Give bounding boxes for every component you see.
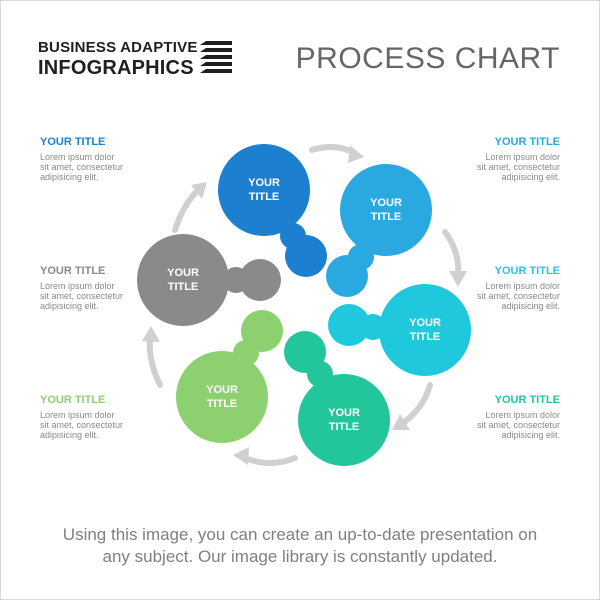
side-text-green: YOUR TITLE Lorem ipsum dolor sit amet, c…	[40, 394, 170, 440]
arrow-1-to-2	[309, 144, 355, 155]
step-2-main-circle	[340, 164, 432, 256]
step-1-bubble: YOUR TITLE	[218, 144, 327, 277]
step-3-label-line-1: YOUR	[409, 317, 441, 329]
arrowhead-5	[142, 326, 160, 342]
step-1-small-circle	[285, 235, 327, 277]
arrowhead-1	[348, 145, 364, 163]
side-body-line: adipisicing elit.	[40, 172, 99, 182]
step-1-label-line-2: TITLE	[249, 191, 280, 203]
side-body-line: Lorem ipsum dolor	[40, 152, 115, 162]
side-body-line: Lorem ipsum dolor	[485, 281, 560, 291]
side-body-line: sit amet, consectetur	[476, 162, 560, 172]
page-title: PROCESS CHART	[295, 42, 560, 75]
side-body: Lorem ipsum dolor sit amet, consectetur …	[430, 410, 560, 440]
side-text-teal: YOUR TITLE Lorem ipsum dolor sit amet, c…	[430, 394, 560, 440]
side-body-line: adipisicing elit.	[501, 301, 560, 311]
side-body: Lorem ipsum dolor sit amet, consectetur …	[40, 152, 170, 182]
side-text-cyan: YOUR TITLE Lorem ipsum dolor sit amet, c…	[430, 265, 560, 311]
side-title: YOUR TITLE	[494, 394, 560, 406]
arrow-3-to-4	[397, 382, 433, 428]
arrowhead-2	[449, 271, 467, 287]
step-3-label-line-2: TITLE	[410, 331, 441, 343]
arrow-2-to-3	[442, 229, 462, 278]
side-body-line: adipisicing elit.	[40, 301, 99, 311]
arrowhead-6	[191, 182, 207, 199]
cycle-arrowheads	[142, 145, 467, 465]
side-body: Lorem ipsum dolor sit amet, consectetur …	[40, 410, 170, 440]
side-body-line: Lorem ipsum dolor	[40, 410, 115, 420]
step-2-small-circle	[326, 255, 368, 297]
step-6-small-circle	[239, 259, 281, 301]
side-text-blue-dark: YOUR TITLE Lorem ipsum dolor sit amet, c…	[40, 136, 170, 182]
side-body-line: adipisicing elit.	[501, 172, 560, 182]
step-3-main-circle	[379, 284, 471, 376]
step-5-main-circle	[176, 351, 268, 443]
side-title: YOUR TITLE	[40, 136, 106, 148]
arrowhead-3	[392, 414, 410, 430]
step-2-bubble: YOUR TITLE	[326, 164, 432, 297]
side-title: YOUR TITLE	[494, 136, 560, 148]
step-6-label-line-2: TITLE	[168, 281, 199, 293]
side-body-line: adipisicing elit.	[40, 430, 99, 440]
step-6-label-line-1: YOUR	[167, 267, 199, 279]
step-2-label-line-1: YOUR	[370, 197, 402, 209]
step-1-main-circle	[218, 144, 310, 236]
step-6-bubble: YOUR TITLE	[137, 234, 281, 326]
step-3-small-circle	[328, 304, 370, 346]
side-title: YOUR TITLE	[40, 265, 106, 277]
side-title: YOUR TITLE	[40, 394, 106, 406]
side-body-line: sit amet, consectetur	[40, 291, 124, 301]
stripes-logo-icon	[200, 41, 232, 73]
footer-text: Using this image, you can create an up-t…	[0, 524, 600, 568]
step-1-label-line-1: YOUR	[248, 177, 280, 189]
arrow-5-to-6	[146, 335, 163, 388]
arrowhead-4	[233, 447, 249, 465]
side-body-line: sit amet, consectetur	[40, 420, 124, 430]
side-body: Lorem ipsum dolor sit amet, consectetur …	[430, 281, 560, 311]
step-4-bubble: YOUR TITLE	[284, 331, 390, 466]
brand-line-1: BUSINESS ADAPTIVE	[38, 39, 198, 56]
brand-logo: BUSINESS ADAPTIVE INFOGRAPHICS	[38, 39, 232, 79]
step-2-label-line-2: TITLE	[371, 211, 402, 223]
step-5-label-line-1: YOUR	[206, 384, 238, 396]
step-5-label-line-2: TITLE	[207, 398, 238, 410]
step-4-label-line-2: TITLE	[329, 421, 360, 433]
step-5-bubble: YOUR TITLE	[176, 310, 283, 443]
side-text-blue: YOUR TITLE Lorem ipsum dolor sit amet, c…	[430, 136, 560, 182]
side-body-line: Lorem ipsum dolor	[40, 281, 115, 291]
step-3-bubble: YOUR TITLE	[328, 284, 471, 376]
step-4-label-line-1: YOUR	[328, 407, 360, 419]
side-body-line: sit amet, consectetur	[40, 162, 124, 172]
footer-line-2: any subject. Our image library is consta…	[102, 547, 498, 566]
arrow-4-to-5	[242, 455, 298, 466]
footer-line-1: Using this image, you can create an up-t…	[62, 525, 538, 544]
side-body-line: adipisicing elit.	[501, 430, 560, 440]
side-text-gray: YOUR TITLE Lorem ipsum dolor sit amet, c…	[40, 265, 170, 311]
brand-line-2: INFOGRAPHICS	[38, 57, 194, 79]
side-body-line: Lorem ipsum dolor	[485, 152, 560, 162]
side-body-line: sit amet, consectetur	[476, 291, 560, 301]
step-6-main-circle	[137, 234, 229, 326]
side-title: YOUR TITLE	[494, 265, 560, 277]
step-4-main-circle	[298, 374, 390, 466]
arrow-6-to-1	[172, 187, 201, 233]
side-body-line: sit amet, consectetur	[476, 420, 560, 430]
side-body: Lorem ipsum dolor sit amet, consectetur …	[40, 281, 170, 311]
side-body: Lorem ipsum dolor sit amet, consectetur …	[430, 152, 560, 182]
side-body-line: Lorem ipsum dolor	[485, 410, 560, 420]
